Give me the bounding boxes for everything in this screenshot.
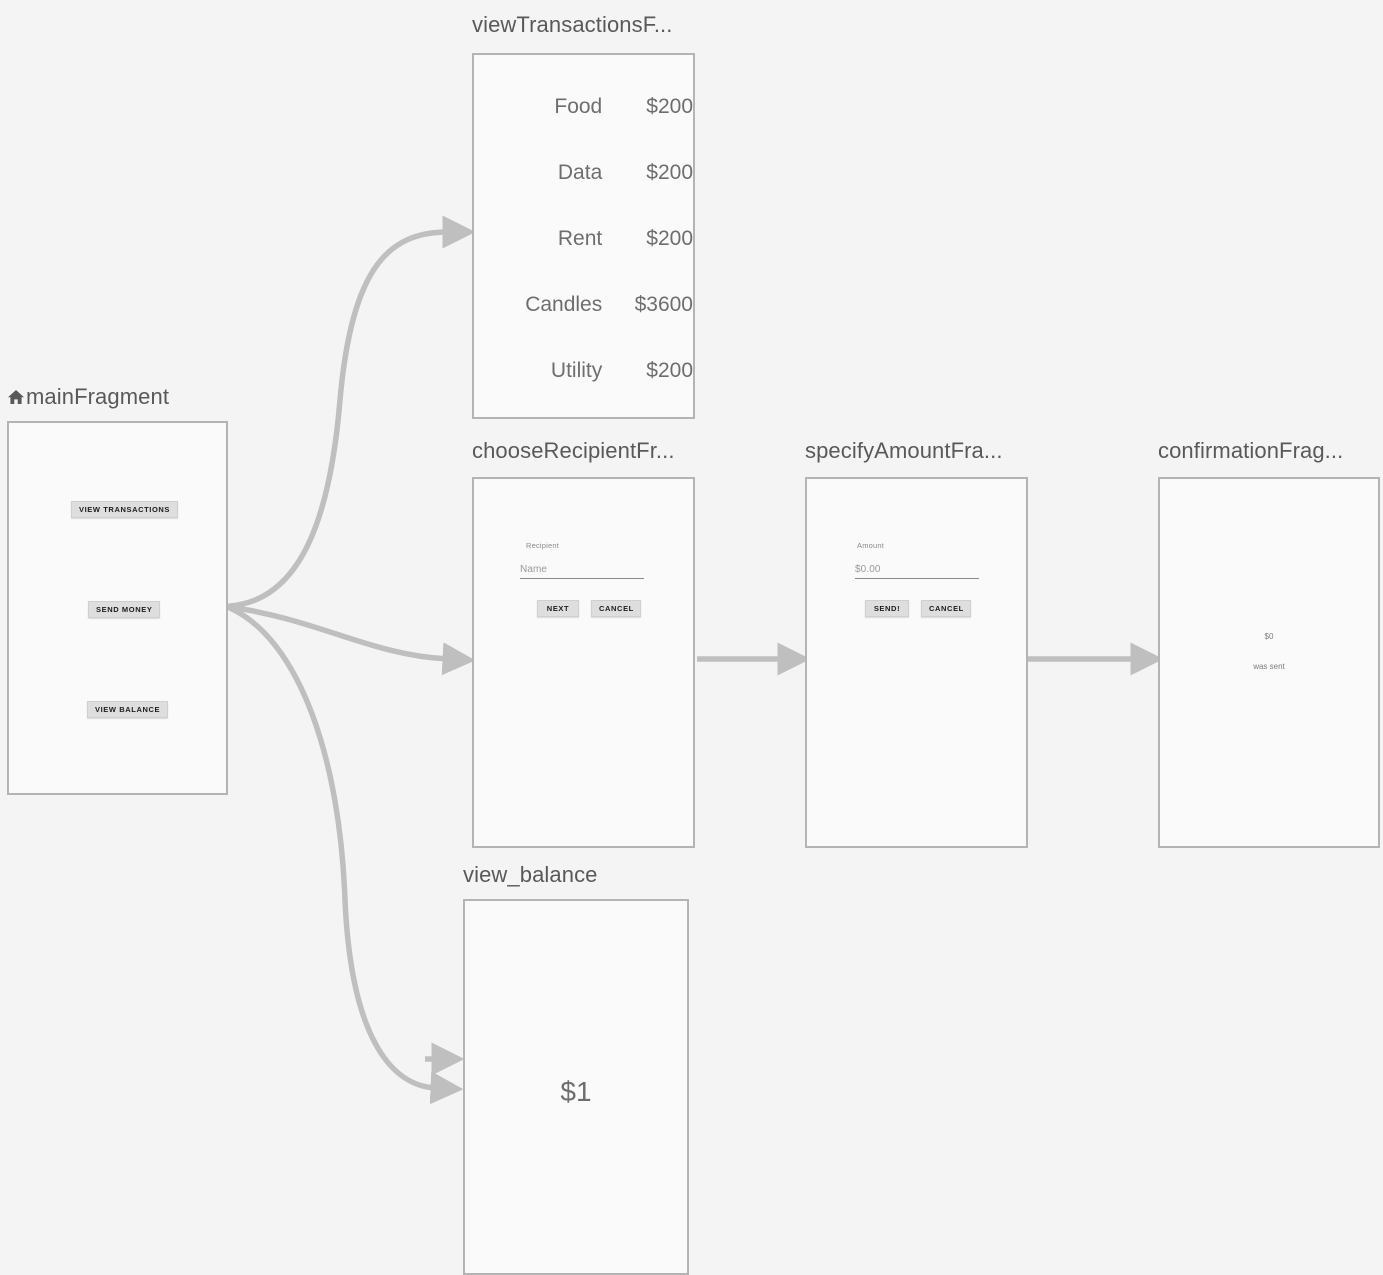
transaction-category: Food	[554, 95, 603, 118]
amount-input[interactable]: $0.00	[855, 564, 979, 579]
destination-specify-amount-fragment[interactable]: Amount $0.00 SEND! CANCEL	[805, 477, 1028, 848]
transaction-category: Data	[557, 161, 603, 184]
transaction-category: Utility	[550, 359, 603, 382]
send-money-button[interactable]: SEND MONEY	[88, 601, 161, 618]
destination-confirmation-fragment[interactable]: $0 was sent	[1158, 477, 1380, 848]
destination-view-transactions-fragment[interactable]: Food $200 Data $200 Rent $200 Candles $3…	[472, 53, 695, 419]
destination-title-view-balance: view_balance	[463, 862, 598, 887]
confirmation-message: was sent	[1253, 662, 1285, 671]
transaction-amount: $3600	[634, 293, 693, 316]
transaction-row: Food $200	[474, 95, 693, 119]
destination-view-balance-fragment[interactable]: $1	[463, 899, 689, 1275]
transaction-amount: $200	[646, 161, 693, 184]
transaction-amount: $200	[646, 359, 693, 382]
destination-title-specify-amount: specifyAmountFra...	[805, 438, 1003, 463]
transaction-amount: $200	[646, 95, 693, 118]
destination-main-fragment[interactable]: VIEW TRANSACTIONS SEND MONEY VIEW BALANC…	[7, 421, 228, 795]
view-balance-button[interactable]: VIEW BALANCE	[87, 701, 169, 718]
transaction-amount: $200	[646, 227, 693, 250]
destination-title-main: mainFragment	[26, 384, 170, 409]
edge-main-to-choose-recipient	[227, 604, 476, 676]
edge-main-to-view-transactions	[227, 215, 476, 609]
transaction-row: Utility $200	[474, 359, 693, 383]
transaction-row: Candles $3600	[474, 293, 693, 317]
destination-title-view-transactions: viewTransactionsF...	[472, 12, 673, 37]
destination-choose-recipient-fragment[interactable]: Recipient Name NEXT CANCEL	[472, 477, 695, 848]
balance-amount: $1	[560, 1076, 592, 1107]
cancel-button[interactable]: CANCEL	[591, 600, 641, 617]
edge-main-to-view-balance	[227, 605, 464, 1105]
transaction-category: Candles	[525, 293, 603, 316]
destination-title-confirmation: confirmationFrag...	[1158, 438, 1344, 463]
recipient-field-label: Recipient	[526, 541, 560, 550]
next-button[interactable]: NEXT	[537, 600, 579, 617]
transaction-category: Rent	[557, 227, 603, 250]
view-transactions-button[interactable]: VIEW TRANSACTIONS	[71, 501, 179, 518]
home-icon	[7, 388, 25, 406]
transaction-row: Rent $200	[474, 227, 693, 251]
transaction-row: Data $200	[474, 161, 693, 185]
send-button[interactable]: SEND!	[865, 600, 909, 617]
cancel-button[interactable]: CANCEL	[921, 600, 971, 617]
destination-title-choose-recipient: chooseRecipientFr...	[472, 438, 675, 463]
recipient-name-input[interactable]: Name	[520, 564, 644, 579]
confirmation-amount: $0	[1264, 632, 1274, 641]
amount-field-label: Amount	[857, 541, 885, 550]
